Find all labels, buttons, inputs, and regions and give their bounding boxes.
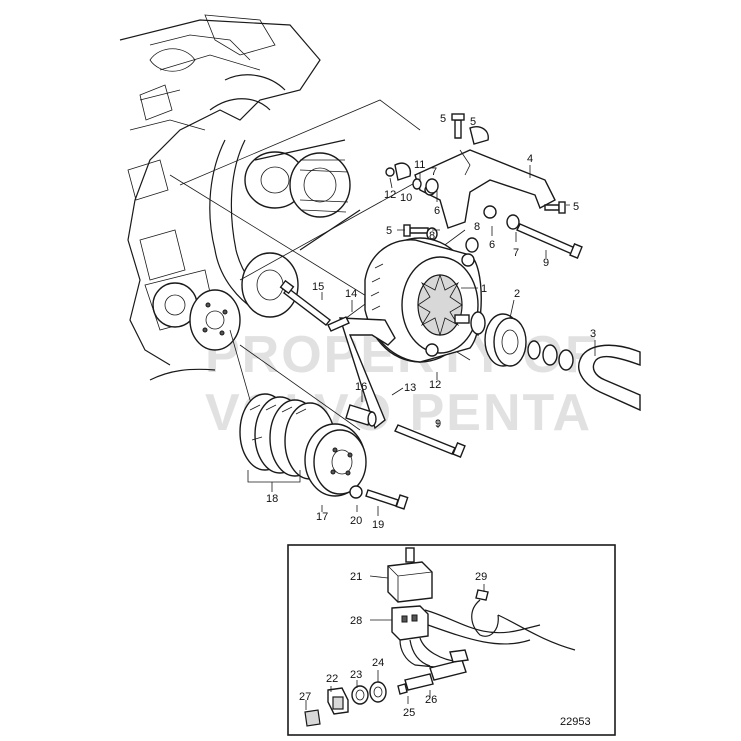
callout-3: 3	[590, 328, 596, 340]
callout-17: 17	[316, 511, 328, 523]
callout-23: 23	[350, 669, 362, 681]
callout-6a: 6	[434, 205, 440, 217]
callout-6b: 6	[489, 239, 495, 251]
callout-leaders	[271, 122, 596, 710]
callout-12a: 12	[384, 189, 396, 201]
callout-19: 19	[372, 519, 384, 531]
callout-18: 18	[266, 493, 278, 505]
callout-10: 10	[400, 192, 412, 204]
bracket-4	[414, 149, 556, 229]
callout-13: 13	[404, 382, 416, 394]
drive-belt-3	[578, 344, 641, 412]
callout-21: 21	[350, 571, 362, 583]
alternator-pulley-2	[470, 311, 574, 371]
callout-28: 28	[350, 615, 362, 627]
callout-7b: 7	[513, 247, 519, 259]
callout-5c: 5	[386, 225, 392, 237]
callout-8a: 8	[474, 221, 480, 233]
washer-bolt-19-20	[349, 485, 409, 510]
callout-20: 20	[350, 515, 362, 527]
callout-9a: 9	[543, 257, 549, 269]
callout-7a: 7	[431, 166, 437, 178]
callout-4: 4	[527, 153, 533, 165]
callout-22: 22	[326, 673, 338, 685]
callout-15: 15	[312, 281, 324, 293]
callout-27: 27	[299, 691, 311, 703]
callout-29: 29	[475, 571, 487, 583]
engine-block	[119, 14, 361, 381]
callout-12b: 12	[429, 379, 441, 391]
fasteners	[385, 113, 583, 337]
callout-labels: 1 2 3 4 5 5 5 5 6 6 7 7 8 8 9 9 10 11 12…	[266, 113, 596, 719]
callout-5a: 5	[440, 113, 446, 125]
callout-9b: 9	[435, 418, 441, 430]
inset-box	[287, 544, 616, 736]
bracket-18	[247, 470, 301, 483]
callout-5d: 5	[470, 116, 476, 128]
callout-5b: 5	[573, 201, 579, 213]
callout-14: 14	[345, 288, 357, 300]
callout-25: 25	[403, 707, 415, 719]
callout-1: 1	[481, 283, 487, 295]
tension-bracket-13	[279, 279, 466, 458]
callout-16: 16	[355, 381, 367, 393]
drawing-reference-number: 22953	[560, 716, 591, 728]
alternator-1	[364, 237, 482, 363]
callout-26: 26	[425, 694, 437, 706]
callout-11: 11	[414, 159, 425, 171]
callout-8b: 8	[429, 230, 435, 242]
callout-24: 24	[372, 657, 384, 669]
crank-pulley-17	[304, 423, 367, 497]
callout-2: 2	[514, 288, 520, 300]
